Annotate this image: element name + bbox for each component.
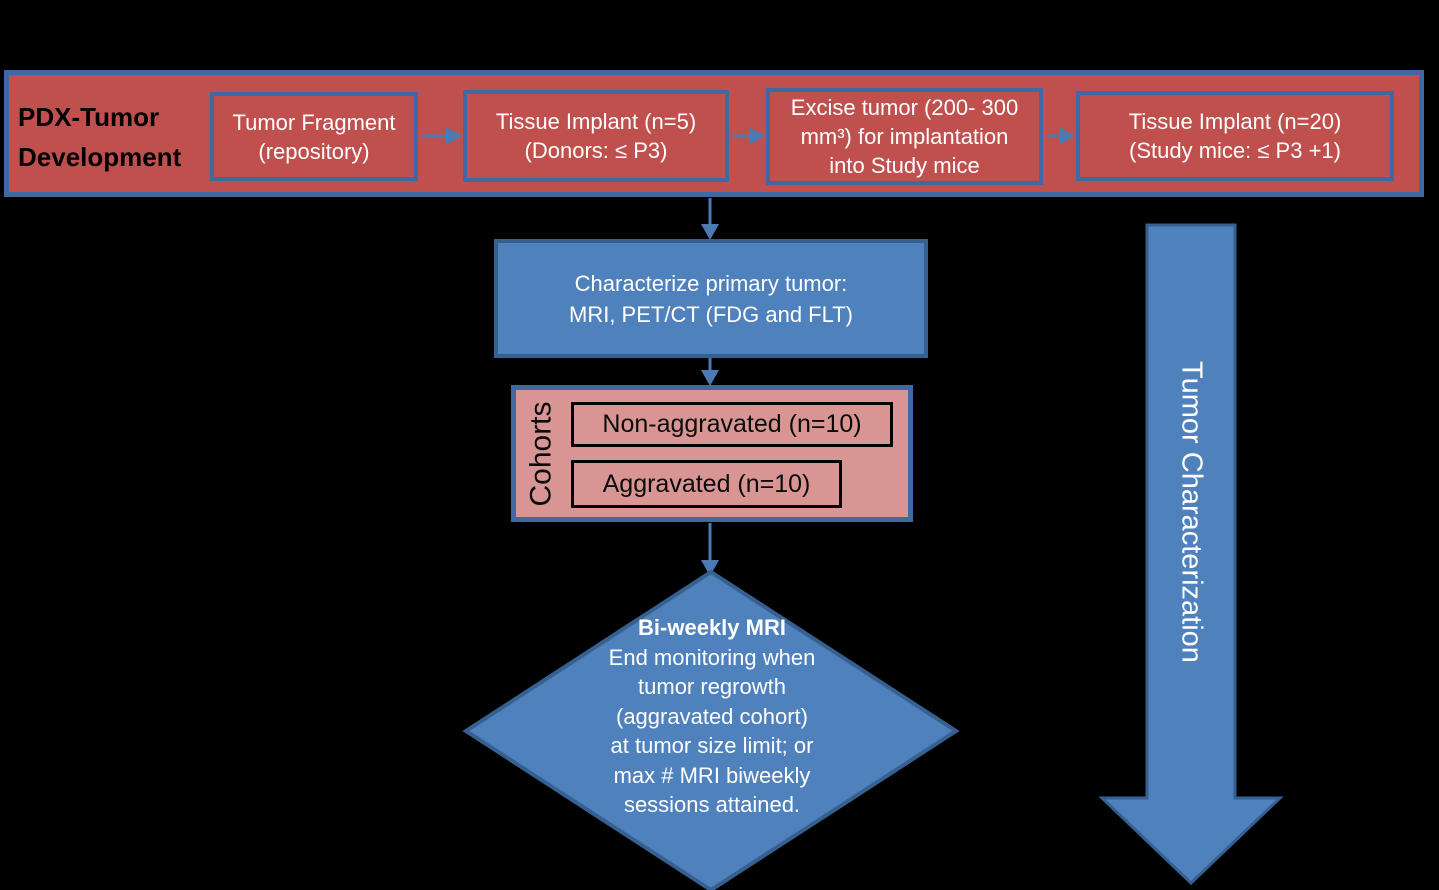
diamond-text: Bi-weekly MRI End monitoring when tumor … — [486, 613, 938, 820]
diamond-title: Bi-weekly MRI — [638, 615, 786, 640]
tissue-implant-n20-box: Tissue Implant (n=20) (Study mice: ≤ P3 … — [1076, 91, 1394, 181]
diamond-line2: tumor regrowth — [638, 674, 786, 699]
tumor-fragment-line2: (repository) — [258, 138, 370, 164]
tissue-implant-n20-line2: (Study mice: ≤ P3 +1) — [1129, 138, 1341, 163]
tissue-implant-n5-line2: (Donors: ≤ P3) — [524, 138, 668, 163]
excise-tumor-line1: Excise tumor (200- 300 — [790, 95, 1019, 120]
flow-arrow-characterize-to-cohorts — [701, 358, 719, 386]
characterize-line2: MRI, PET/CT (FDG and FLT) — [569, 301, 853, 327]
flow-arrow-banner-to-characterize — [701, 198, 719, 240]
tumor-fragment-box: Tumor Fragment (repository) — [210, 92, 418, 181]
excise-tumor-line3: into Study mice — [829, 153, 980, 178]
diamond-line1: End monitoring when — [608, 644, 816, 670]
banner-title: PDX-Tumor Development — [18, 97, 181, 177]
tissue-implant-n5-box: Tissue Implant (n=5) (Donors: ≤ P3) — [463, 90, 729, 182]
banner-title-line1: PDX-Tumor — [18, 102, 160, 132]
diamond-line6: sessions attained. — [623, 792, 801, 817]
diamond-line5: max # MRI biweekly — [613, 762, 811, 788]
tissue-implant-n5-line1: Tissue Implant (n=5) — [495, 109, 697, 134]
tumor-characterization-label: Tumor Characterization — [1175, 360, 1208, 663]
non-aggravated-label: Non-aggravated (n=10) — [602, 410, 862, 438]
cohorts-label: Cohorts — [525, 400, 559, 507]
excise-tumor-box: Excise tumor (200- 300 mm³) for implanta… — [766, 88, 1043, 185]
aggravated-box: Aggravated (n=10) — [571, 460, 842, 508]
excise-tumor-line2: mm³) for implantation — [800, 124, 1009, 149]
tumor-fragment-line1: Tumor Fragment — [232, 109, 396, 135]
characterize-line1: Characterize primary tumor: — [574, 270, 848, 296]
diamond-line3: (aggravated cohort) — [616, 703, 808, 729]
aggravated-label: Aggravated (n=10) — [602, 469, 811, 498]
non-aggravated-box: Non-aggravated (n=10) — [571, 402, 893, 447]
banner-title-line2: Development — [18, 142, 182, 172]
diamond-line4: at tumor size limit; or — [610, 733, 814, 758]
flow-arrow-cohorts-to-diamond — [701, 523, 719, 576]
tissue-implant-n20-line1: Tissue Implant (n=20) — [1128, 109, 1342, 134]
characterize-tumor-box: Characterize primary tumor: MRI, PET/CT … — [494, 239, 928, 358]
